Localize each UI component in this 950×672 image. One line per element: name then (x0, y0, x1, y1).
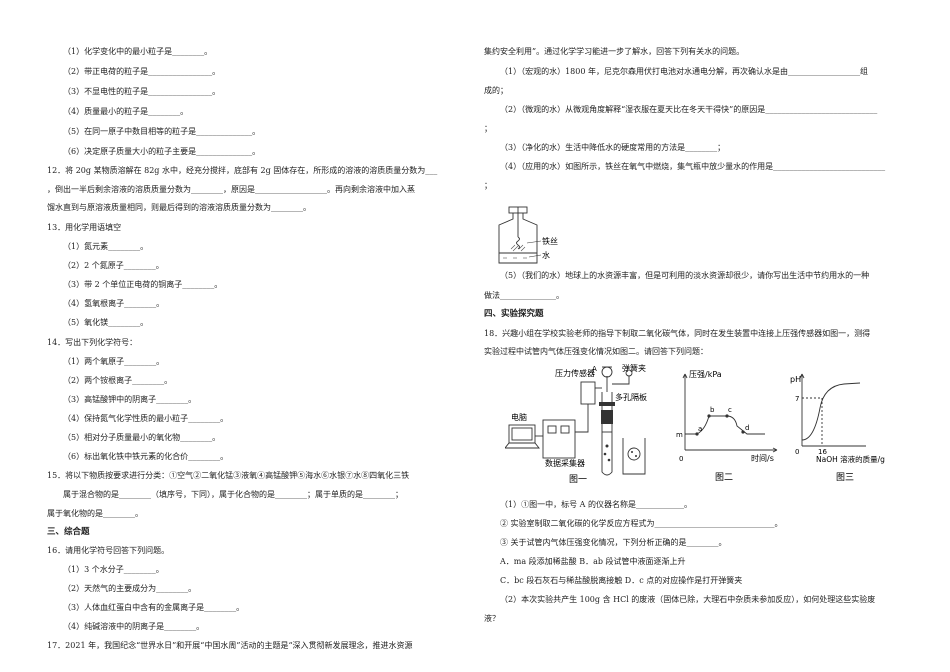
question-line: （1）①图一中，标号 A 的仪器名称是____________。 (500, 500, 692, 509)
computer-label: 电脑 (511, 412, 527, 422)
wire-label: 铁丝 (542, 236, 558, 246)
question-line: （1）两个氧原子________。 (63, 357, 165, 366)
fig2-point-d: d (745, 424, 749, 432)
question-line: （6）决定原子质量大小的粒子主要是______________。 (63, 147, 261, 156)
fig3-xlabel: NaOH 溶液的质量/g (816, 454, 885, 464)
question-line: 液？ (484, 614, 500, 623)
fig3-tick-x: 16 (818, 448, 827, 456)
question-line: 属于氧化物的是________。 (47, 509, 143, 518)
collector-label: 数据采集器 (545, 458, 585, 468)
question-line: （1）3 个水分子________。 (63, 565, 164, 574)
fig2-point-m: m (676, 431, 683, 439)
question-line: （3）高锰酸钾中的阴离子________。 (63, 395, 197, 404)
sensor-label: 压力传感器 (555, 368, 595, 378)
question-line: ； (484, 181, 492, 190)
question-line: （2）本次实验共产生 100g 含 HCl 的废液（固体已除，大理石中杂质未参加… (500, 595, 876, 604)
question-line: ② 实验室制取二氧化碳的化学反应方程式为____________________… (500, 519, 783, 528)
figure-three-caption: 图三 (836, 472, 854, 483)
question-line: （3）带 2 个单位正电荷的铜离子________。 (63, 280, 223, 289)
question-line: （3）人体血红蛋白中含有的金属离子是________。 (63, 603, 245, 612)
label-a: A (592, 365, 597, 373)
question-line: C．bc 段石灰石与稀盐酸脱离接触 D．c 点的对应操作是打开弹簧夹 (500, 576, 743, 585)
question-line: （3）不显电性的粒子是________________。 (63, 87, 221, 96)
fig2-origin: 0 (679, 455, 683, 463)
question-line: （1）氮元素________。 (63, 242, 149, 251)
question-line: ，倒出一半后剩余溶液的溶质质量分数为________，原因是__________… (47, 185, 415, 194)
question-line: （4）纯碱溶液中的阴离子是________。 (63, 622, 205, 631)
question-line: （4）氢氧根离子________。 (63, 299, 165, 308)
question-line: 做法______________。 (484, 291, 564, 300)
section-heading: 三、综合题 (47, 527, 90, 537)
question-line: 17．2021 年，我国纪念“世界水日”和开展“中国水周”活动的主题是“深入贯彻… (47, 641, 413, 650)
figure-two-pressure-graph: 压强/kPa m a b c d 0 时间/s 图二 (676, 370, 778, 483)
question-line: （2）2 个氮原子________。 (63, 261, 164, 270)
fig3-ylabel: pH (790, 375, 801, 384)
fig2-point-a: a (698, 425, 702, 433)
plate-label: 多孔隔板 (615, 392, 647, 402)
question-line: （5）在同一原子中数目相等的粒子是______________。 (63, 127, 261, 136)
question-line: （3）（净化的水）生活中降低水的硬度常用的方法是________； (500, 143, 726, 152)
question-line: （4）质量最小的粒子是________。 (63, 107, 189, 116)
question-line: ③ 关于试管内气体压强变化情况，下列分析正确的是________。 (500, 538, 727, 547)
question-line: （5）相对分子质量最小的氧化物________。 (63, 433, 221, 442)
question-line: （2）天然气的主要成分为________。 (63, 584, 197, 593)
figure-two-caption: 图二 (715, 472, 733, 483)
fig2-ylabel: 压强/kPa (689, 370, 722, 379)
question-line: （5）氧化镁________。 (63, 318, 149, 327)
question-line: 15．将以下物质按要求进行分类：①空气②二氧化锰③液氧④高锰酸钾⑤海水⑥水银⑦水… (47, 471, 410, 480)
question-line: 成的； (484, 86, 508, 95)
question-line: ； (484, 124, 492, 133)
question-line: 18．兴趣小组在学校实验老师的指导下制取二氧化碳气体，同时在发生装置中连接上压强… (484, 329, 871, 338)
fig3-tick-y: 7 (795, 395, 799, 403)
question-line: 属于混合物的是________（填序号，下同），属于化合物的是________；… (63, 490, 403, 499)
section-heading: 四、实验探究题 (484, 309, 544, 319)
question-line: （1）（宏观的水）1800 年，尼克尔森用伏打电池对水通电分解，再次确认水是由_… (500, 67, 868, 76)
question-line: 13．用化学用语填空 (47, 223, 122, 232)
question-line: 16．请用化学符号回答下列问题。 (47, 546, 170, 555)
fig3-origin: 0 (795, 448, 799, 456)
water-label: 水 (542, 250, 550, 260)
fig2-point-c: c (728, 406, 732, 414)
figure-one-apparatus: 压力传感器 A 弹簧夹 多孔隔板 电脑 数据采集器 (505, 363, 647, 484)
question-line: （6）标出氧化铁中铁元素的化合价________。 (63, 452, 229, 461)
question-line: （5）（我们的水）地球上的水资源丰富，但是可利用的淡水资源却很少，请你写出生活中… (500, 271, 870, 280)
question-line: 14．写出下列化学符号： (47, 338, 138, 347)
question-line: 实验过程中试管内气体压强变化情况如图二。请回答下列问题： (484, 347, 708, 356)
question-line: （2）（微观的水）从微观角度解释“湿衣服在夏天比在冬天干得快”的原因是_____… (500, 105, 878, 114)
question-line: （2）带正电荷的粒子是________________。 (63, 67, 221, 76)
clamp-label: 弹簧夹 (622, 363, 646, 373)
question-line: （2）两个铵根离子________。 (63, 376, 173, 385)
iron-wire-figure: 铁丝 水 (498, 206, 558, 264)
question-line: 集约安全利用”。通过化学学习能进一步了解水，回答下列有关水的问题。 (484, 47, 745, 56)
question-line: 馏水直到与原溶液质量相同，则最后得到的溶液溶质质量分数为________。 (47, 203, 311, 212)
question-line: A．ma 段添加稀盐酸 B．ab 段试管中液面逐渐上升 (500, 557, 686, 566)
fig2-xlabel: 时间/s (751, 453, 774, 463)
figure-one-caption: 图一 (569, 474, 587, 484)
question-line: （4）（应用的水）如图所示，铁丝在氧气中燃烧，集气瓶中放少量水的作用是_____… (500, 162, 886, 171)
question-line: 12．将 20g 某物质溶解在 82g 水中，经充分搅拌，底部有 2g 固体存在… (47, 166, 438, 175)
fig2-point-b: b (710, 406, 715, 414)
question-line: （1）化学变化中的最小粒子是________。 (63, 47, 213, 56)
figure-three-ph-graph: pH 7 0 16 NaOH 溶液的质量/g 图三 (790, 373, 885, 483)
question-line: （4）保持氮气化学性质的最小粒子________。 (63, 414, 229, 423)
